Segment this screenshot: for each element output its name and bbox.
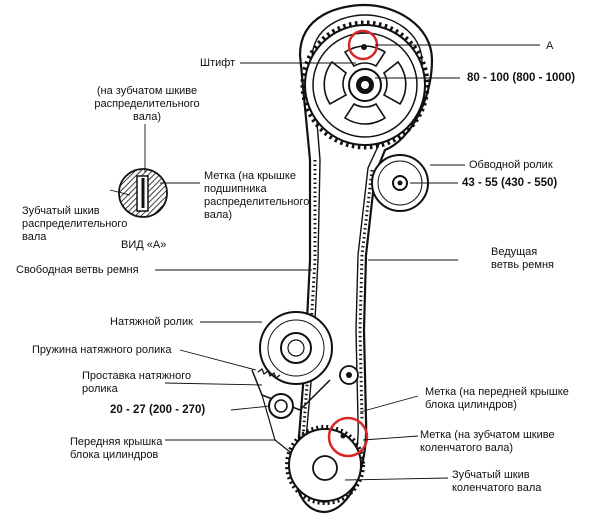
front-block-cover-label: Передняя крышка блока цилиндров	[70, 436, 163, 461]
tensioner-spring	[257, 368, 281, 379]
front-cover-mark-label: Метка (на передней крышке блока цилиндро…	[425, 386, 569, 411]
leader-lines	[109, 44, 540, 481]
view-a-marker-label: А	[546, 40, 554, 52]
pin-label: Штифт	[200, 57, 236, 69]
drive-side-label: Ведущая ветвь ремня	[491, 246, 554, 271]
camshaft-sprocket	[300, 20, 430, 150]
tensioner-spacer	[268, 393, 294, 419]
camshaft-sprocket-note-label: (на зубчатом шкиве распределительного ва…	[94, 85, 200, 123]
camshaft-sprocket-label: Зубчатый шкив распределительного вала	[22, 205, 128, 243]
camshaft-torque-label: 80 - 100 (800 - 1000)	[467, 72, 576, 84]
tensioner-torque-label: 20 - 27 (200 - 270)	[110, 404, 206, 416]
tensioner-spacer-label: Проставка натяжного ролика	[82, 370, 192, 395]
tensioner-pulley	[259, 311, 333, 385]
view-a-detail	[118, 168, 168, 218]
idler-torque-label: 43 - 55 (430 - 550)	[462, 177, 558, 189]
timing-belt-outer	[294, 3, 434, 514]
bearing-cap-mark-label: Метка (на крышке подшипника распределите…	[204, 170, 310, 221]
crank-sprocket-label: Зубчатый шкив коленчатого вала	[452, 469, 542, 494]
idler-pulley-label: Обводной ролик	[469, 159, 553, 171]
tensioner-spring-label: Пружина натяжного ролика	[32, 344, 172, 356]
timing-mark-highlight-crank	[327, 416, 369, 458]
crank-sprocket-mark-label: Метка (на зубчатом шкиве коленчатого вал…	[420, 429, 555, 454]
view-a-label: ВИД «А»	[121, 239, 167, 251]
crankshaft-sprocket	[285, 425, 365, 505]
slack-side-label: Свободная ветвь ремня	[16, 264, 139, 276]
belt-teeth	[300, 160, 317, 451]
tensioner-bracket	[251, 369, 331, 411]
tensioner-pulley-label: Натяжной ролик	[110, 316, 193, 328]
